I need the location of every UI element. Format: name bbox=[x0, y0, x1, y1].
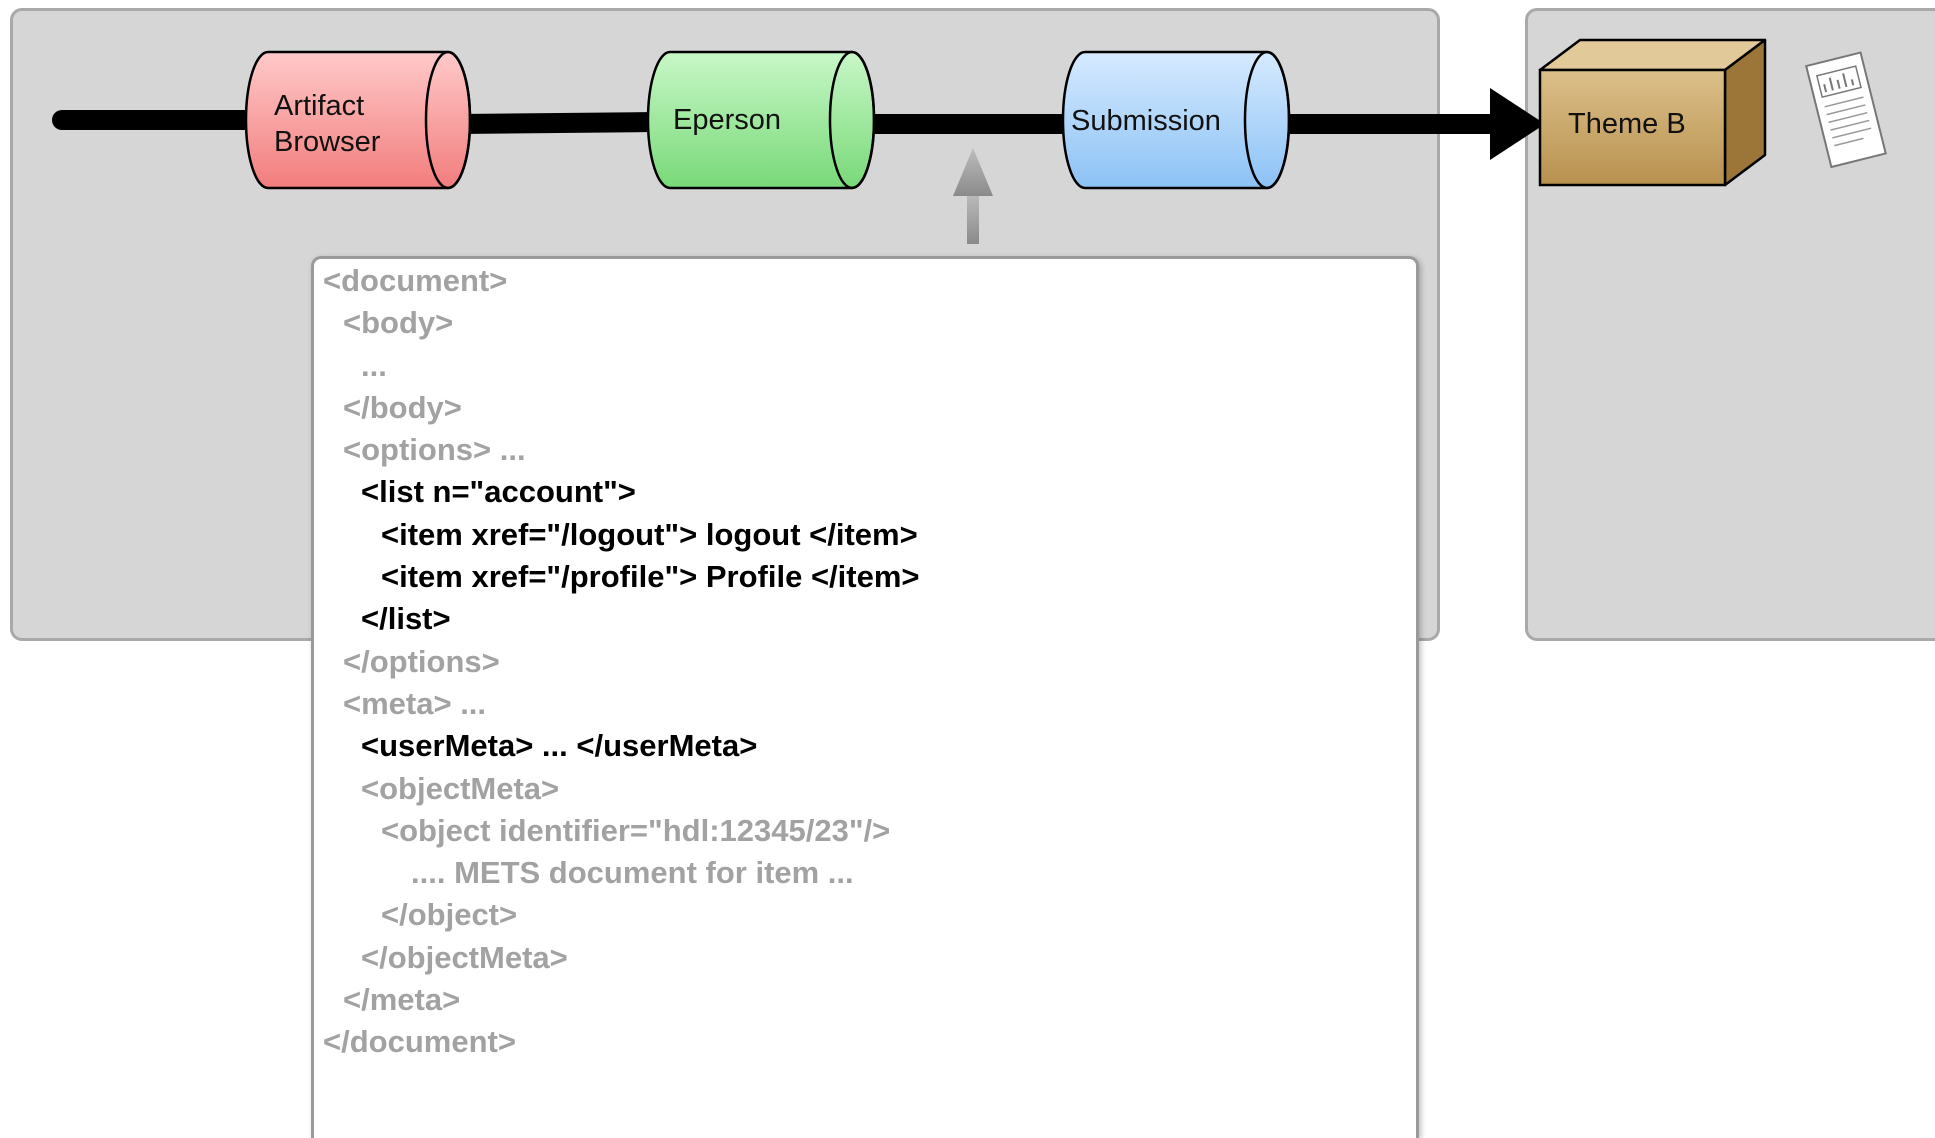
xml-line: </body> bbox=[343, 389, 462, 425]
document-xml-box: <document> <body>... </body> <options> ... <… bbox=[311, 256, 1419, 1138]
xml-line: <meta> ... bbox=[343, 685, 487, 721]
xml-line: <objectMeta> bbox=[361, 770, 560, 806]
label-submission: Submission bbox=[1071, 105, 1221, 137]
arrow-to-theme bbox=[1490, 88, 1545, 160]
xml-line: <item xref="/profile"> Profile </item> bbox=[381, 559, 920, 595]
xml-line: </meta> bbox=[343, 982, 461, 1018]
xml-lines: <document> <body>... </body> <options> ... <… bbox=[323, 260, 920, 1064]
label-theme-b: Theme B bbox=[1568, 108, 1686, 140]
xml-line: </objectMeta> bbox=[361, 939, 568, 975]
xml-line: <body> bbox=[343, 305, 454, 341]
cylinder-artifact-browser[interactable] bbox=[244, 50, 472, 190]
xml-line: </document> bbox=[323, 1024, 516, 1060]
xml-line: <list n="account"> bbox=[361, 474, 636, 510]
label-eperson: Eperson bbox=[673, 104, 782, 136]
xml-line: <userMeta> ... </userMeta> bbox=[361, 728, 758, 764]
xml-line: </list> bbox=[361, 601, 451, 637]
cylinder-submission[interactable] bbox=[1061, 50, 1291, 190]
cylinder-eperson[interactable] bbox=[646, 50, 876, 190]
xml-line: </object> bbox=[381, 897, 518, 933]
xml-line: </options> bbox=[343, 643, 500, 679]
pipe-lines bbox=[52, 110, 1520, 134]
up-arrow-icon bbox=[953, 148, 993, 244]
xml-line: ... bbox=[361, 347, 387, 383]
xml-line: <document> bbox=[323, 263, 508, 298]
xml-line: <options> ... bbox=[343, 432, 526, 468]
document-page-icon bbox=[1805, 51, 1887, 169]
xml-line: .... METS document for item ... bbox=[411, 855, 854, 891]
xml-line: <item xref="/logout"> logout </item> bbox=[381, 516, 918, 552]
label-artifact-browser: Artifact Browser bbox=[274, 90, 381, 158]
xml-line: <object identifier="hdl:12345/23"/> bbox=[381, 812, 891, 848]
theme-box[interactable] bbox=[1538, 38, 1767, 187]
